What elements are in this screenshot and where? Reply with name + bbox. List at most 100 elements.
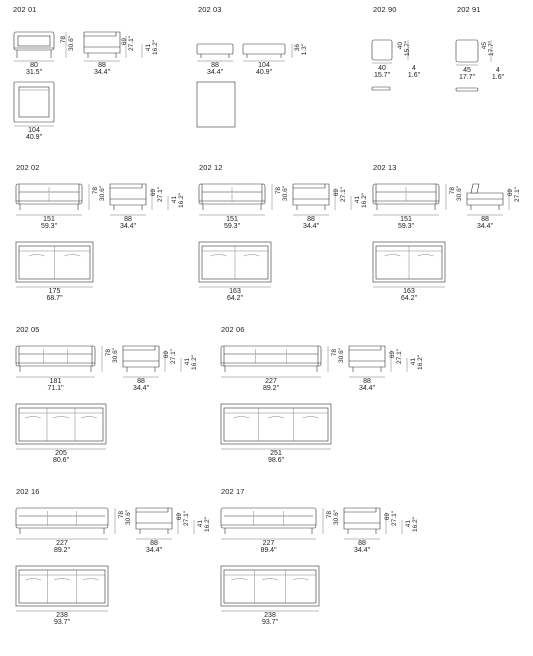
- dim-width: 151: [400, 216, 412, 223]
- dim-width: 88: [211, 62, 219, 69]
- dim-arm-height-inch: 16.2": [412, 517, 419, 532]
- dim-depth: 88: [307, 216, 315, 223]
- dim-width: 227: [56, 540, 68, 547]
- dim-width-inch: 15.7": [373, 72, 391, 79]
- dim-depth: 88: [363, 378, 371, 385]
- dim-width-inch: 89.2": [262, 385, 280, 392]
- sofa-plan-view: [15, 241, 94, 283]
- sofa-plan-view: [220, 403, 332, 445]
- armchair-plan-view: [13, 81, 55, 123]
- dim-arm-height: 41: [410, 358, 417, 366]
- dim-arm-height-inch: 16.2": [191, 355, 198, 370]
- model-code: 202 06: [221, 325, 245, 334]
- dim-height-inch: 30.6": [112, 348, 119, 363]
- dim-height: 78: [331, 349, 338, 357]
- sofa-plan-view: [15, 403, 107, 445]
- dim-seat-height-inch: 27.1": [183, 511, 190, 526]
- dim-height: 78: [326, 511, 333, 519]
- dim-width-inch: 59.3": [40, 223, 58, 230]
- dim-width-inch: 89.2": [53, 547, 71, 554]
- dim-arm-height: 41: [171, 196, 178, 204]
- dim-depth-inch: 34.4": [145, 547, 163, 554]
- model-code: 202 13: [373, 163, 397, 172]
- dim-height: 78: [275, 187, 282, 195]
- dim-height-inch: 30.6": [282, 186, 289, 201]
- dim-depth-inch: 34.4": [353, 547, 371, 554]
- dim-width: 151: [226, 216, 238, 223]
- sofa-side-view: [135, 507, 173, 534]
- sofa-plan-view: [198, 241, 272, 283]
- model-code: 202 03: [198, 5, 222, 14]
- dim-plan-width: 163: [229, 288, 241, 295]
- dim-width-inch: 31.5": [25, 69, 43, 76]
- dim-depth: 88: [358, 540, 366, 547]
- dim-height: 78: [105, 349, 112, 357]
- ottoman-plan-view: [196, 81, 236, 128]
- side-table-45-front: [455, 87, 479, 92]
- dim-arm-height-inch: 16.2": [417, 355, 424, 370]
- dim-height-inch: 30.6": [456, 186, 463, 201]
- dim-height-inch: 1.3": [301, 44, 308, 56]
- dim-depth-inch: 17.7": [488, 41, 495, 56]
- dim-width: 80: [30, 62, 38, 69]
- dim-seat-height: 69: [121, 38, 128, 46]
- dim-plan-width: 104: [28, 127, 40, 134]
- dim-depth: 88: [137, 378, 145, 385]
- ottoman-front-view-104: [242, 43, 286, 58]
- dim-seat-height-inch: 27.1": [391, 511, 398, 526]
- dim-depth: 88: [124, 216, 132, 223]
- dim-arm-height-inch: 16.2": [152, 40, 159, 55]
- sofa-plan-view: [220, 565, 320, 607]
- dim-plan-width-inch: 40.9": [25, 134, 43, 141]
- model-code: 202 17: [221, 487, 245, 496]
- dim-width-inch: 59.3": [223, 223, 241, 230]
- dim-arm-height-inch: 16.2": [204, 517, 211, 532]
- dim-seat-height-inch: 27.1": [157, 187, 164, 202]
- dim-plan-width-inch: 80.6": [52, 457, 70, 464]
- dim-plan-width-inch: 64.2": [226, 295, 244, 302]
- dim-seat-height: 69: [176, 513, 183, 521]
- dim-depth: 88: [150, 540, 158, 547]
- dim-height-inch: 30.6": [125, 510, 132, 525]
- dim-plan-width-inch: 93.7": [53, 619, 71, 626]
- sofa-side-view: [348, 345, 386, 372]
- sofa-front-view: [372, 183, 440, 210]
- dim-depth: 88: [481, 216, 489, 223]
- dim-arm-height: 41: [145, 44, 152, 52]
- sofa-side-view: [292, 183, 330, 210]
- dim-thickness-inch: 1.6": [407, 72, 421, 79]
- dim-plan-width: 175: [48, 288, 61, 295]
- dim-arm-height: 41: [354, 196, 361, 204]
- dim-seat-height: 69: [384, 513, 391, 521]
- sofa-side-view: [109, 183, 147, 210]
- dim-depth: 40: [397, 42, 404, 50]
- dim-seat-height: 69: [163, 351, 170, 359]
- dim-seat-height-inch: 27.1": [340, 187, 347, 202]
- dim-depth-inch: 34.4": [302, 223, 320, 230]
- dim-arm-height-inch: 16.2": [361, 193, 368, 208]
- dim-plan-width-inch: 68.7": [46, 295, 63, 302]
- armchair-side-view: [83, 31, 121, 58]
- sofa-side-view: [343, 507, 381, 534]
- dim-depth-inch: 34.4": [93, 69, 111, 76]
- dim-arm-height: 41: [184, 358, 191, 366]
- dim-plan-width-inch: 64.2": [400, 295, 418, 302]
- dim-seat-height-inch: 27.1": [514, 187, 521, 202]
- dim-seat-height-inch: 27.1": [128, 36, 135, 51]
- dim-width: 227: [262, 540, 275, 547]
- dim-width-inch: 40.9": [255, 69, 273, 76]
- dim-thickness-inch: 1.6": [491, 74, 505, 81]
- dim-width-inch: 17.7": [458, 74, 476, 81]
- dim-width: 45: [463, 67, 471, 74]
- dim-width: 104: [258, 62, 270, 69]
- dim-width-inch: 34.4": [206, 69, 224, 76]
- dim-width: 181: [49, 378, 62, 385]
- dim-plan-width: 238: [56, 612, 68, 619]
- dim-plan-width: 238: [264, 612, 276, 619]
- sofa-front-view: [15, 345, 96, 372]
- model-code: 202 16: [16, 487, 40, 496]
- dim-depth-inch: 34.4": [119, 223, 137, 230]
- dim-depth-inch: 34.4": [358, 385, 376, 392]
- dim-seat-height: 69: [507, 189, 514, 197]
- dim-depth: 88: [98, 62, 106, 69]
